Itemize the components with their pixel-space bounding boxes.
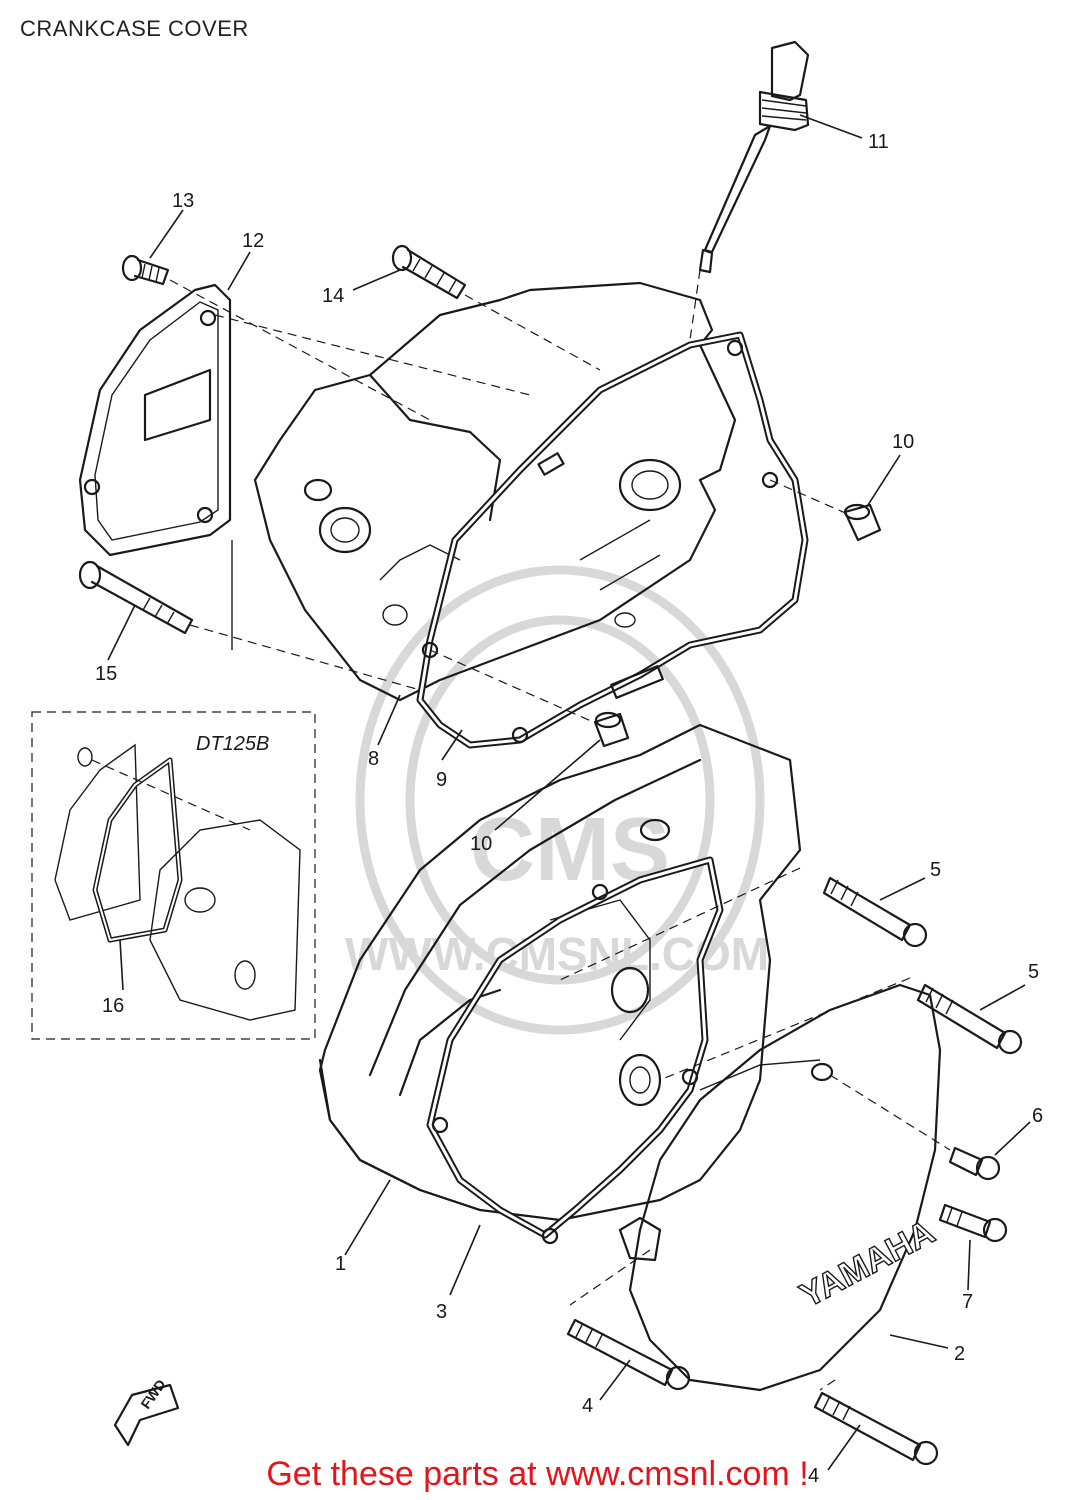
- callout-3: 3: [436, 1301, 447, 1323]
- callout-14: 14: [322, 285, 344, 307]
- callout-8: 8: [368, 748, 379, 770]
- callout-11: 11: [868, 131, 889, 153]
- outer-cover: YAMAHA: [618, 983, 941, 1392]
- bolt-5-upper: [822, 876, 928, 948]
- callout-5-upper: 5: [930, 859, 941, 881]
- crankcase-cover-main: [318, 723, 802, 1222]
- screw-14: [391, 244, 467, 300]
- bolt-4-upper: [566, 1318, 691, 1391]
- fwd-label: FWD: [137, 1376, 168, 1411]
- callout-5-lower: 5: [1028, 961, 1039, 983]
- callout-13: 13: [172, 190, 194, 212]
- callout-9: 9: [436, 769, 447, 791]
- fwd-arrow-icon: FWD: [113, 1376, 180, 1447]
- promo-link[interactable]: Get these parts at www.cmsnl.com !: [266, 1455, 809, 1493]
- page-title: CRANKCASE COVER: [20, 16, 249, 41]
- callout-16: 16: [102, 995, 124, 1017]
- screw-7: [938, 1203, 1008, 1243]
- clutch-cover-gasket: [416, 331, 809, 749]
- watermark-logo: CMS: [470, 800, 670, 900]
- callout-15: 15: [95, 663, 117, 685]
- yamaha-logo: YAMAHA: [794, 1213, 941, 1315]
- callout-7: 7: [962, 1291, 973, 1313]
- screw-13: [121, 254, 170, 286]
- clutch-cover: [253, 281, 737, 702]
- callout-4-lower: 4: [808, 1465, 819, 1487]
- callout-6: 6: [1032, 1105, 1043, 1127]
- callout-1: 1: [335, 1253, 346, 1275]
- dowel-pin-lower: [593, 711, 630, 748]
- oil-filler-plug: [698, 40, 810, 274]
- callout-10-upper: 10: [892, 431, 914, 453]
- bolt-5-lower: [916, 983, 1023, 1055]
- callout-4-upper: 4: [582, 1395, 593, 1417]
- inset-label: DT125B: [196, 733, 269, 755]
- crankcase-cover-gasket: [426, 856, 724, 1245]
- bolt-4-lower: [813, 1391, 939, 1466]
- callout-2: 2: [954, 1343, 965, 1365]
- inspection-cover: [78, 283, 232, 557]
- screw-15: [78, 560, 194, 635]
- screw-6: [948, 1146, 1001, 1181]
- inset-dt125b: [31, 711, 316, 1040]
- dowel-pin-upper: [843, 503, 882, 542]
- callout-12: 12: [242, 230, 264, 252]
- callout-10-lower: 10: [470, 833, 492, 855]
